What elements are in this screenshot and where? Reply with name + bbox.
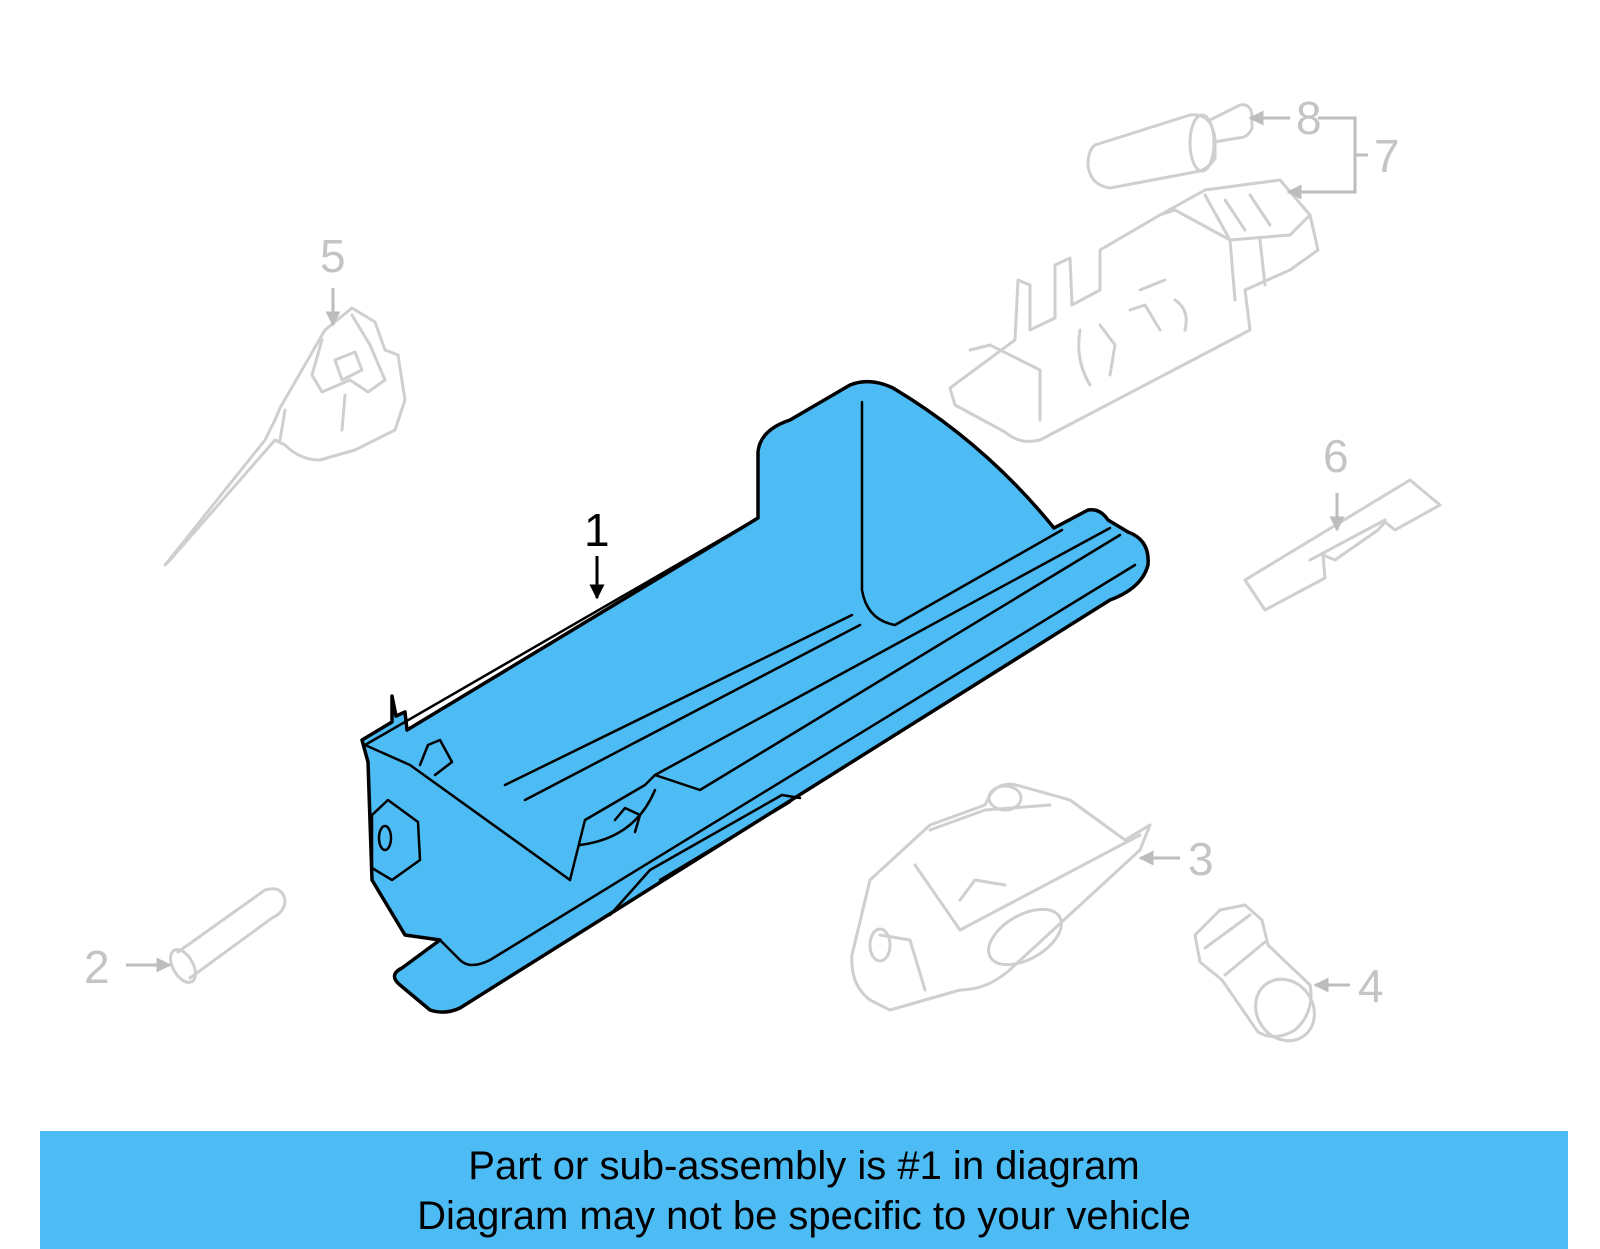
callout-3: 3	[1188, 833, 1214, 885]
banner-line-1: Part or sub-assembly is #1 in diagram	[468, 1144, 1140, 1188]
callout-4: 4	[1358, 960, 1384, 1012]
part-3-lamp-housing	[850, 782, 1152, 1012]
part-1-glove-box	[360, 379, 1150, 1014]
part-7-lamp-assembly	[948, 178, 1320, 443]
part-2-pin	[169, 887, 287, 984]
info-banner: Part or sub-assembly is #1 in diagram Di…	[40, 1131, 1568, 1249]
banner-line-2: Diagram may not be specific to your vehi…	[417, 1194, 1191, 1238]
callout-8: 8	[1296, 92, 1322, 144]
callout-1: 1	[584, 504, 610, 556]
callout-7: 7	[1374, 130, 1400, 182]
callout-5: 5	[320, 230, 346, 282]
part-4-bulb-socket	[1193, 903, 1316, 1043]
part-6-striker	[1243, 478, 1442, 612]
callout-2: 2	[84, 941, 110, 993]
part-8-bulb	[1086, 103, 1254, 190]
callout-6: 6	[1323, 430, 1349, 482]
part-5-lock-cylinder	[163, 306, 407, 567]
